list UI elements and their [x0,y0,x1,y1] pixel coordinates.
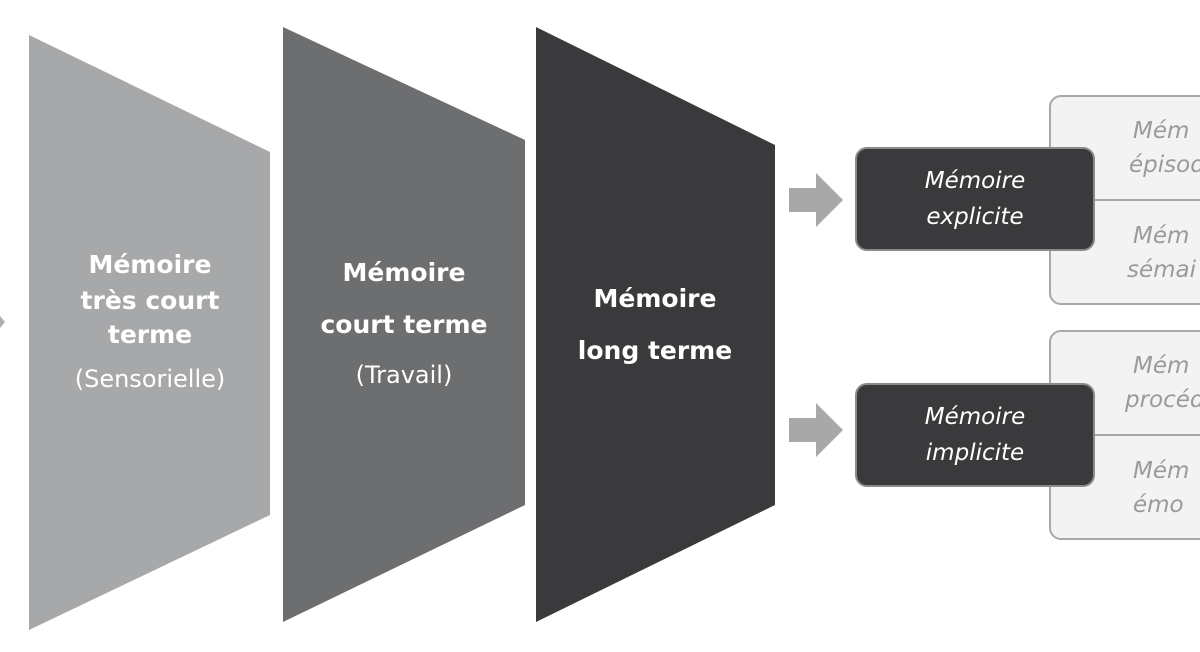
subtype-line: sémai [1127,257,1197,283]
title-line: court terme [320,310,488,339]
subtype-line: Mém [1133,118,1190,144]
stage-very-short-term-shape [29,35,270,630]
implicit-memory-box: Mémoire implicite [855,383,1095,487]
subtype-line: épisod [1129,152,1200,178]
subtitle: (Travail) [355,361,453,389]
explicit-memory-box: Mémoire explicite [855,147,1095,251]
subtype-procedural: Mém procéd [1051,332,1200,436]
subtype-line: procéd [1125,387,1200,413]
input-arrow-icon [0,316,5,328]
title-line: Mémoire [593,284,717,313]
box-line: Mémoire [924,404,1026,430]
arrow-explicit-icon [789,173,843,227]
title-line: très court [80,286,220,315]
stage-very-short-term-label: Mémoire très court terme (Sensorielle) [75,246,226,398]
subtype-emotional: Mém émo [1051,436,1200,540]
subtype-line: Mém [1133,458,1190,484]
stage-long-term-shape [536,27,775,622]
stage-short-term-label: Mémoire court terme (Travail) [320,254,487,394]
subtitle: (Sensorielle) [74,365,226,393]
arrow-implicit-icon [789,403,843,457]
subtype-semantic: Mém sémai [1051,201,1200,305]
stage-short-term-shape [283,27,525,622]
subtype-line: Mém [1133,223,1190,249]
box-line: explicite [926,204,1024,230]
title-line: Mémoire [342,258,466,287]
stage-long-term-label: Mémoire long terme [578,280,732,370]
title-line: terme [107,320,193,349]
box-line: Mémoire [924,168,1026,194]
subtype-episodic: Mém épisod [1051,97,1200,201]
box-line: implicite [925,440,1025,466]
title-line: long terme [577,336,733,365]
subtype-line: émo [1133,492,1184,518]
subtype-line: Mém [1133,353,1190,379]
title-line: Mémoire [88,250,212,279]
